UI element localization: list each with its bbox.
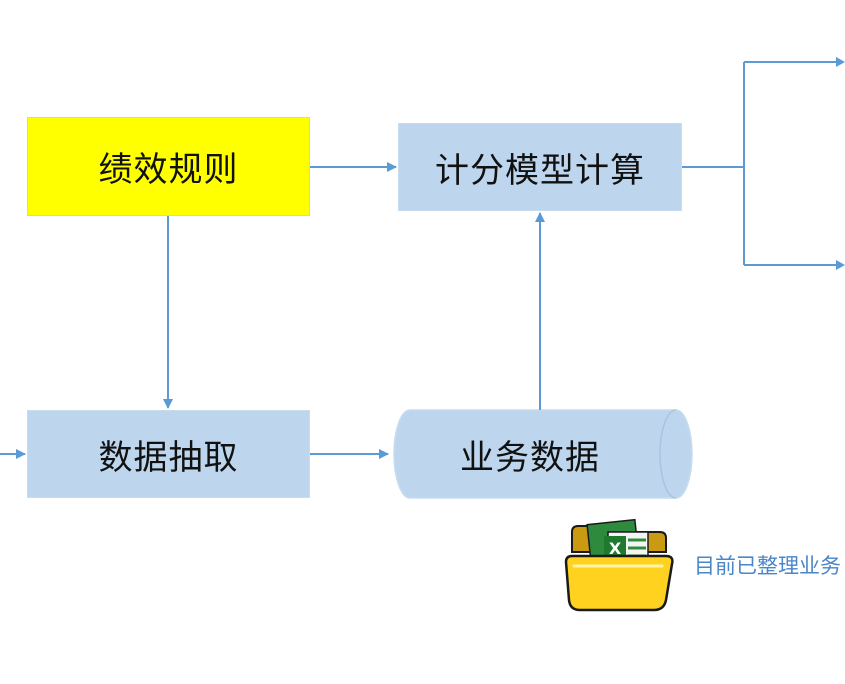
node-score-model-calc: 计分模型计算 [398, 123, 682, 211]
svg-text:X: X [609, 539, 622, 558]
excel-folder-icon: X [564, 518, 674, 612]
node-data-extraction: 数据抽取 [27, 410, 310, 498]
business-data-cylinder [393, 409, 693, 499]
node-performance-rules: 绩效规则 [27, 117, 310, 216]
caption-text: 目前已整理业务 [694, 554, 841, 578]
connector-calc-branch [682, 61, 843, 266]
branch-arrowhead-top [836, 57, 845, 67]
node-business-data: 业务数据 [460, 437, 600, 478]
branch-arrowhead-bottom [836, 260, 845, 270]
